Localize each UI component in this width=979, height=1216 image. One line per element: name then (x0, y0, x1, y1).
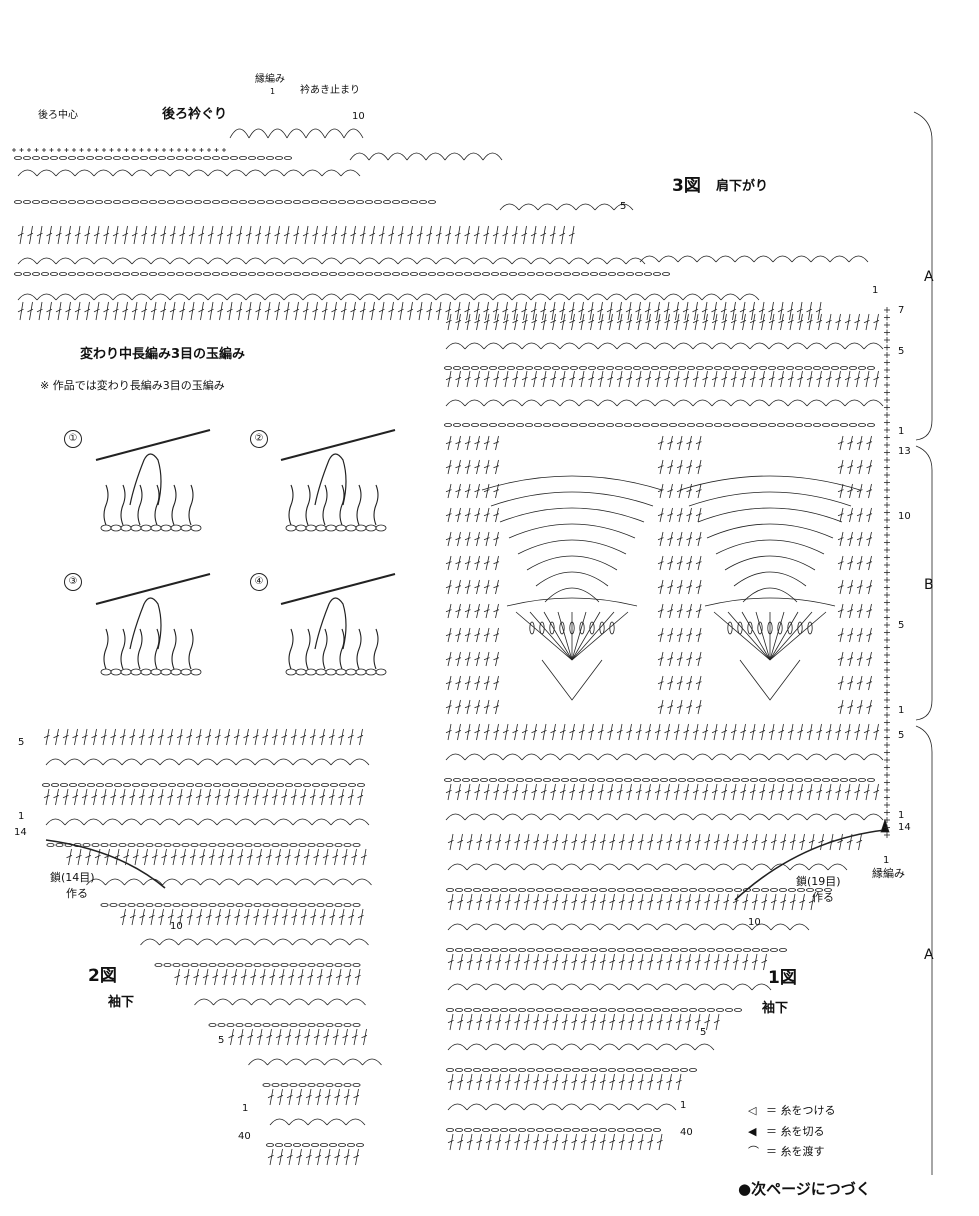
row-mark: 1 (883, 855, 890, 866)
row-mark: 40 (238, 1131, 251, 1142)
row-mark: 5 (898, 730, 905, 741)
row-mark: 5 (898, 346, 905, 357)
pineapple-motif (679, 475, 861, 701)
edge-stitch-column (884, 307, 890, 838)
row-mark: 10 (748, 917, 761, 928)
row-mark: 7 (898, 305, 905, 316)
continue-note: ●次ページにつづく (738, 1180, 871, 1198)
row-mark: 10 (352, 111, 365, 122)
back-neck-label: 後ろ衿ぐり (162, 107, 228, 122)
step-illustration (280, 573, 396, 676)
row-mark: 1 (680, 1100, 687, 1111)
neck-stop-label: 衿あき止まり (300, 85, 360, 96)
stitch-key-title: 変わり中長編み3目の玉編み (80, 347, 246, 362)
stitch-key-note: ※ 作品では変わり長編み3目の玉編み (40, 379, 225, 392)
chain-19-label: 鎖(19目) (796, 875, 841, 888)
fig1-number: 1図 (768, 968, 797, 988)
row-mark: 1 (898, 426, 905, 437)
row-mark: 13 (898, 446, 911, 457)
row-mark: 14 (14, 827, 27, 838)
step-4-marker: ④ (250, 573, 268, 591)
fig1-title: 袖下 (762, 1001, 789, 1016)
step-3-marker: ③ (64, 573, 82, 591)
fig2-title: 袖下 (108, 995, 135, 1010)
step-illustration (95, 573, 211, 676)
row-mark: 14 (898, 822, 911, 833)
row-mark: 1 (18, 811, 25, 822)
row-mark: 10 (898, 511, 911, 522)
legend-carry-symbol: ⌒ (748, 1145, 759, 1158)
row-mark: 10 (170, 921, 183, 932)
row-mark: 5 (898, 620, 905, 631)
chain-19-make: 作る (812, 891, 834, 904)
row-mark: 1 (898, 810, 905, 821)
pineapple-motif (481, 475, 663, 701)
section-a-bottom: A (924, 947, 934, 963)
row-mark: 1 (872, 285, 879, 296)
legend-cut-symbol: ◀ (748, 1125, 757, 1138)
fig3-title: 肩下がり (716, 179, 769, 194)
step-illustration (280, 429, 396, 532)
back-center-label: 後ろ中心 (38, 110, 78, 121)
chain-14-make: 作る (66, 887, 88, 900)
edge-label-top: 縁編み (255, 74, 285, 85)
stitch-illustrations (95, 429, 396, 676)
step-1-marker: ① (64, 430, 82, 448)
step-illustration (95, 429, 211, 532)
legend-attach-symbol: ◁ (748, 1104, 757, 1117)
row-mark: 40 (680, 1127, 693, 1138)
fig2-number: 2図 (88, 966, 117, 986)
chain-14-label: 鎖(14目) (50, 871, 95, 884)
row-mark: 1 (898, 705, 905, 716)
legend-cut-text: ＝ 糸を切る (766, 1125, 825, 1138)
row-mark: 1 (270, 87, 276, 96)
row-mark: 5 (700, 1027, 707, 1038)
row-mark: 1 (242, 1103, 249, 1114)
section-a-top: A (924, 269, 934, 285)
figure-1-chart (443, 313, 890, 1151)
legend-carry-text: ＝ 糸を渡す (766, 1145, 825, 1158)
section-brackets (913, 111, 933, 1175)
legend-attach-text: ＝ 糸をつける (766, 1104, 836, 1117)
figure-2-chart (42, 728, 382, 1166)
step-2-marker: ② (250, 430, 268, 448)
edge-label-right: 縁編み (872, 867, 905, 880)
figure-3-chart (12, 128, 869, 321)
fig3-number: 3図 (672, 176, 701, 196)
row-mark: 5 (620, 201, 627, 212)
row-mark: 5 (18, 737, 25, 748)
section-b: B (924, 577, 934, 593)
row-mark: 5 (218, 1035, 225, 1046)
